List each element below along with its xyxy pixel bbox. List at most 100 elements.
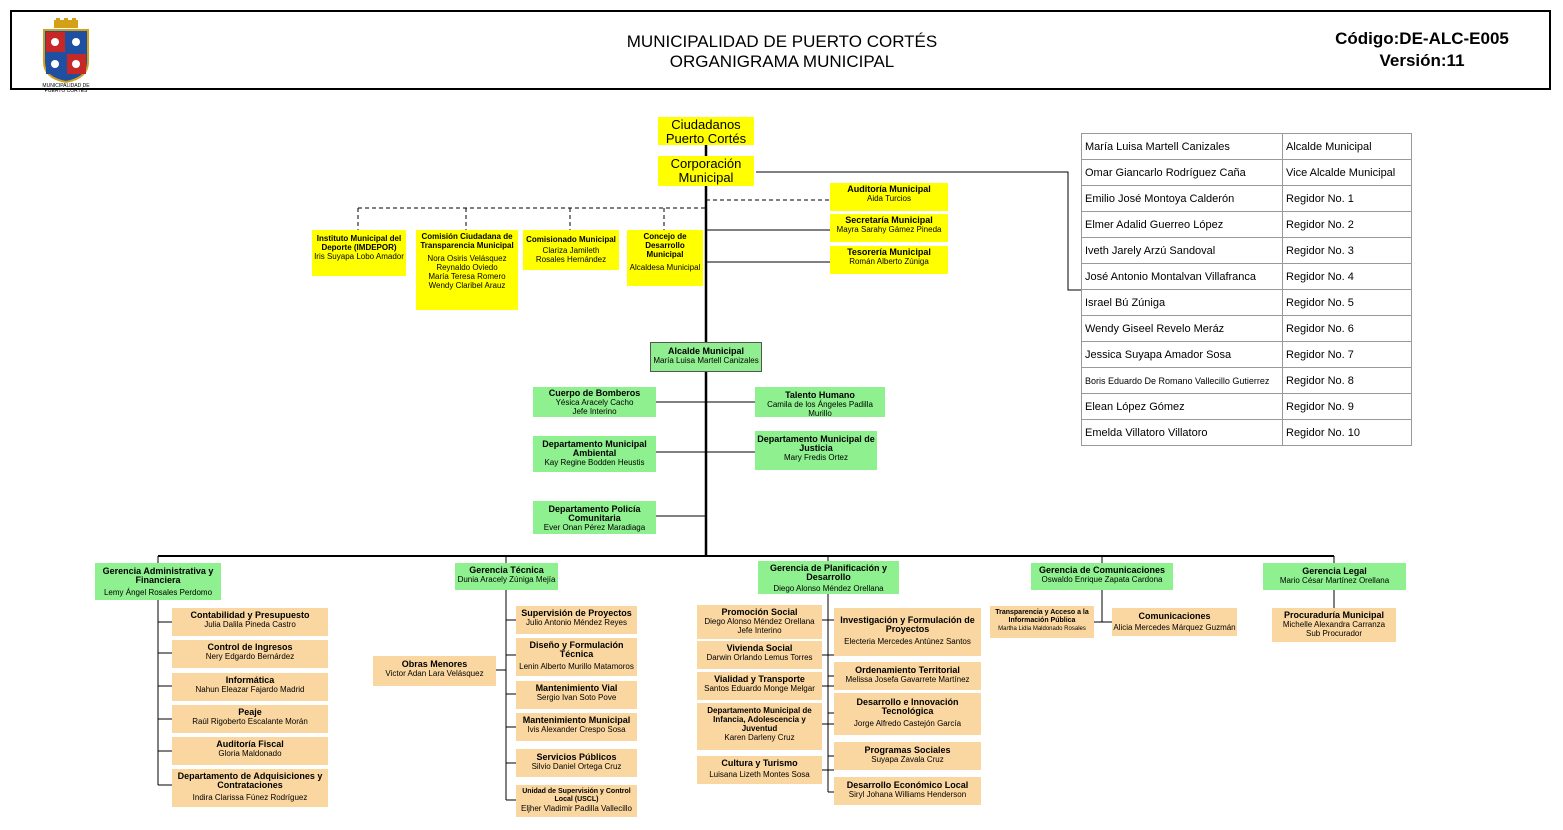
document-code: Código:DE-ALC-E005 [1335, 29, 1509, 48]
unit-title: Cultura y Turismo [721, 758, 798, 768]
member-name: Nora Osiris Velásquez [427, 254, 507, 263]
unit-title: Alcalde Municipal [667, 346, 745, 356]
unit-title: Departamento Policía Comunitaria [548, 504, 641, 523]
council-name: Omar Giancarlo Rodríguez Caña [1081, 159, 1283, 186]
council-name: Emelda Villatoro Villatoro [1081, 419, 1283, 446]
unit-title: Investigación y Formulación de Proyectos [840, 615, 975, 634]
unit-title: Unidad de Supervisión y Control Local (U… [522, 788, 631, 803]
council-name: Jessica Suyapa Amador Sosa [1081, 341, 1283, 368]
unit-head: Diego Alonso Méndez Orellana [773, 584, 884, 593]
imdepor-box: Instituto Municipal del Deporte (IMDEPOR… [312, 230, 406, 276]
council-name: Iveth Jarely Arzú Sandoval [1081, 237, 1283, 264]
unit-head: Luisana Lizeth Montes Sosa [709, 770, 810, 779]
unit-title: Informática [225, 675, 275, 685]
planificacion-unit-box: Promoción Social Diego Alonso Méndez Ore… [697, 605, 822, 639]
unit-head-role: Jefe Interino [572, 407, 617, 416]
unit-title: Secretaría Municipal [845, 215, 933, 225]
unit-title: Comisionado Municipal [526, 235, 616, 244]
planificacion-unit-box: Desarrollo e Innovación Tecnológica Jorg… [834, 693, 981, 735]
council-role: Regidor No. 8 [1282, 367, 1412, 394]
document-title: MUNICIPALIDAD DE PUERTO CORTÉS ORGANIGRA… [512, 32, 1052, 72]
concejo-desarrollo-box: Concejo de Desarrollo Municipal Alcaldes… [627, 230, 703, 286]
comunicaciones-unit-box: Comunicaciones Alicia Mercedes Márquez G… [1112, 608, 1237, 636]
unit-head: Camila de los Ángeles Padilla Murillo [767, 400, 873, 418]
council-role: Regidor No. 7 [1282, 341, 1412, 368]
unit-head: Lemy Ángel Rosales Perdomo [103, 588, 213, 597]
unit-head: Siryl Johana Williams Henderson [848, 790, 967, 799]
member-name: María Teresa Romero [428, 272, 506, 281]
unit-title: Contabilidad y Presupuesto [190, 610, 310, 620]
title-line-1: MUNICIPALIDAD DE PUERTO CORTÉS [626, 32, 938, 51]
unit-head: Mary Fredis Ortez [783, 453, 848, 462]
council-role: Regidor No. 10 [1282, 419, 1412, 446]
planificacion-unit-box: Vialidad y Transporte Santos Eduardo Mon… [697, 672, 822, 700]
unit-title: Gerencia Legal [1302, 566, 1367, 576]
title-line-2: ORGANIGRAMA MUNICIPAL [669, 52, 895, 71]
unit-head: Yésica Aracely Cacho [555, 398, 634, 407]
ciudadanos-box: Ciudadanos Puerto Cortés [658, 117, 754, 146]
unit-head: Ivis Alexander Crespo Sosa [527, 725, 626, 734]
comisionado-municipal-box: Comisionado Municipal Clariza Jamileth R… [523, 230, 619, 270]
tecnica-unit-box: Servicios Públicos Silvio Daniel Ortega … [516, 749, 637, 777]
council-name: Wendy Giseel Revelo Meráz [1081, 315, 1283, 342]
unit-head: Karen Darleny Cruz [724, 733, 795, 742]
member-name: Rosales Hernández [535, 255, 607, 264]
document-version: Versión:11 [1379, 51, 1465, 70]
document-header: MUNICIPALIDAD DE PUERTO CORTÉS MUNICIPAL… [10, 10, 1551, 94]
unit-head: Alicia Mercedes Márquez Guzmán [1113, 623, 1236, 632]
unit-title: Vivienda Social [726, 643, 793, 653]
council-role: Regidor No. 4 [1282, 263, 1412, 290]
gerencia-legal-box: Gerencia Legal Mario César Martínez Orel… [1263, 563, 1406, 590]
unit-title: Auditoría Fiscal [216, 739, 284, 749]
council-name: Elean López Gómez [1081, 393, 1283, 420]
unit-head: Jorge Alfredo Castejón García [853, 719, 962, 728]
unit-title: Tesorería Municipal [847, 247, 931, 257]
admin-unit-box: Contabilidad y Presupuesto Julia Dalila … [172, 608, 328, 636]
member-name: Clariza Jamileth [542, 246, 600, 255]
tecnica-unit-box: Supervisión de Proyectos Julio Antonio M… [516, 606, 637, 634]
unit-title: Gerencia de Planificación y Desarrollo [769, 563, 888, 582]
unit-head: Lenin Alberto Murillo Matamoros [519, 662, 634, 671]
unit-head: Diego Alonso Méndez Orellana [704, 617, 815, 626]
planificacion-unit-box: Programas Sociales Suyapa Zavala Cruz [834, 742, 981, 770]
unit-head-role: Sub Procurador [1305, 629, 1363, 638]
unit-head: Aida Turcios [866, 194, 912, 203]
unit-head: Melissa Josefa Gavarrete Martínez [845, 675, 970, 684]
unit-head: Indira Clarissa Fúnez Rodríguez [192, 793, 308, 802]
unit-head: Silvio Daniel Ortega Cruz [531, 762, 622, 771]
auditoria-municipal-box: Auditoría Municipal Aida Turcios [830, 183, 948, 211]
unit-head: María Luisa Martell Canizales [653, 356, 759, 365]
unit-head: Gloria Maldonado [218, 749, 282, 758]
council-name: Emilio José Montoya Calderón [1081, 185, 1283, 212]
depto-justicia-box: Departamento Municipal de Justicia Mary … [755, 431, 877, 470]
unit-title: Gerencia Técnica [469, 565, 544, 575]
unit-head-role: Jefe Interino [737, 626, 782, 635]
unit-head: Mayra Sarahy Gámez Pineda [836, 225, 942, 234]
member-name: Wendy Claribel Arauz [428, 281, 506, 290]
council-name: Elmer Adalid Guerreo López [1081, 211, 1283, 238]
unit-head: Julio Antonio Méndez Reyes [526, 618, 627, 627]
council-role: Regidor No. 5 [1282, 289, 1412, 316]
unit-title: Vialidad y Transporte [714, 674, 805, 684]
unit-head: Nahun Eleazar Fajardo Madrid [195, 685, 305, 694]
planificacion-unit-box: Vivienda Social Darwin Orlando Lemus Tor… [697, 641, 822, 669]
unit-head: Oswaldo Enrique Zapata Cardona [1041, 575, 1163, 584]
admin-unit-box: Departamento de Adquisiciones y Contrata… [172, 769, 328, 807]
unit-title: Programas Sociales [864, 745, 951, 755]
tesoreria-municipal-box: Tesorería Municipal Román Alberto Zúniga [830, 246, 948, 274]
unit-head: Mario César Martínez Orellana [1279, 576, 1390, 585]
planificacion-unit-box: Departamento Municipal de Infancia, Adol… [697, 703, 822, 750]
unit-title: Diseño y Formulación Técnica [529, 640, 624, 659]
unit-title: Transparencia y Acceso a la Información … [995, 609, 1089, 624]
council-role: Alcalde Municipal [1282, 133, 1412, 160]
unit-title: Departamento Municipal Ambiental [542, 439, 647, 458]
member-name: Reynaldo Oviedo [436, 263, 498, 272]
cuerpo-bomberos-box: Cuerpo de Bomberos Yésica Aracely Cacho … [533, 387, 656, 417]
council-name: María Luisa Martell Canizales [1081, 133, 1283, 160]
